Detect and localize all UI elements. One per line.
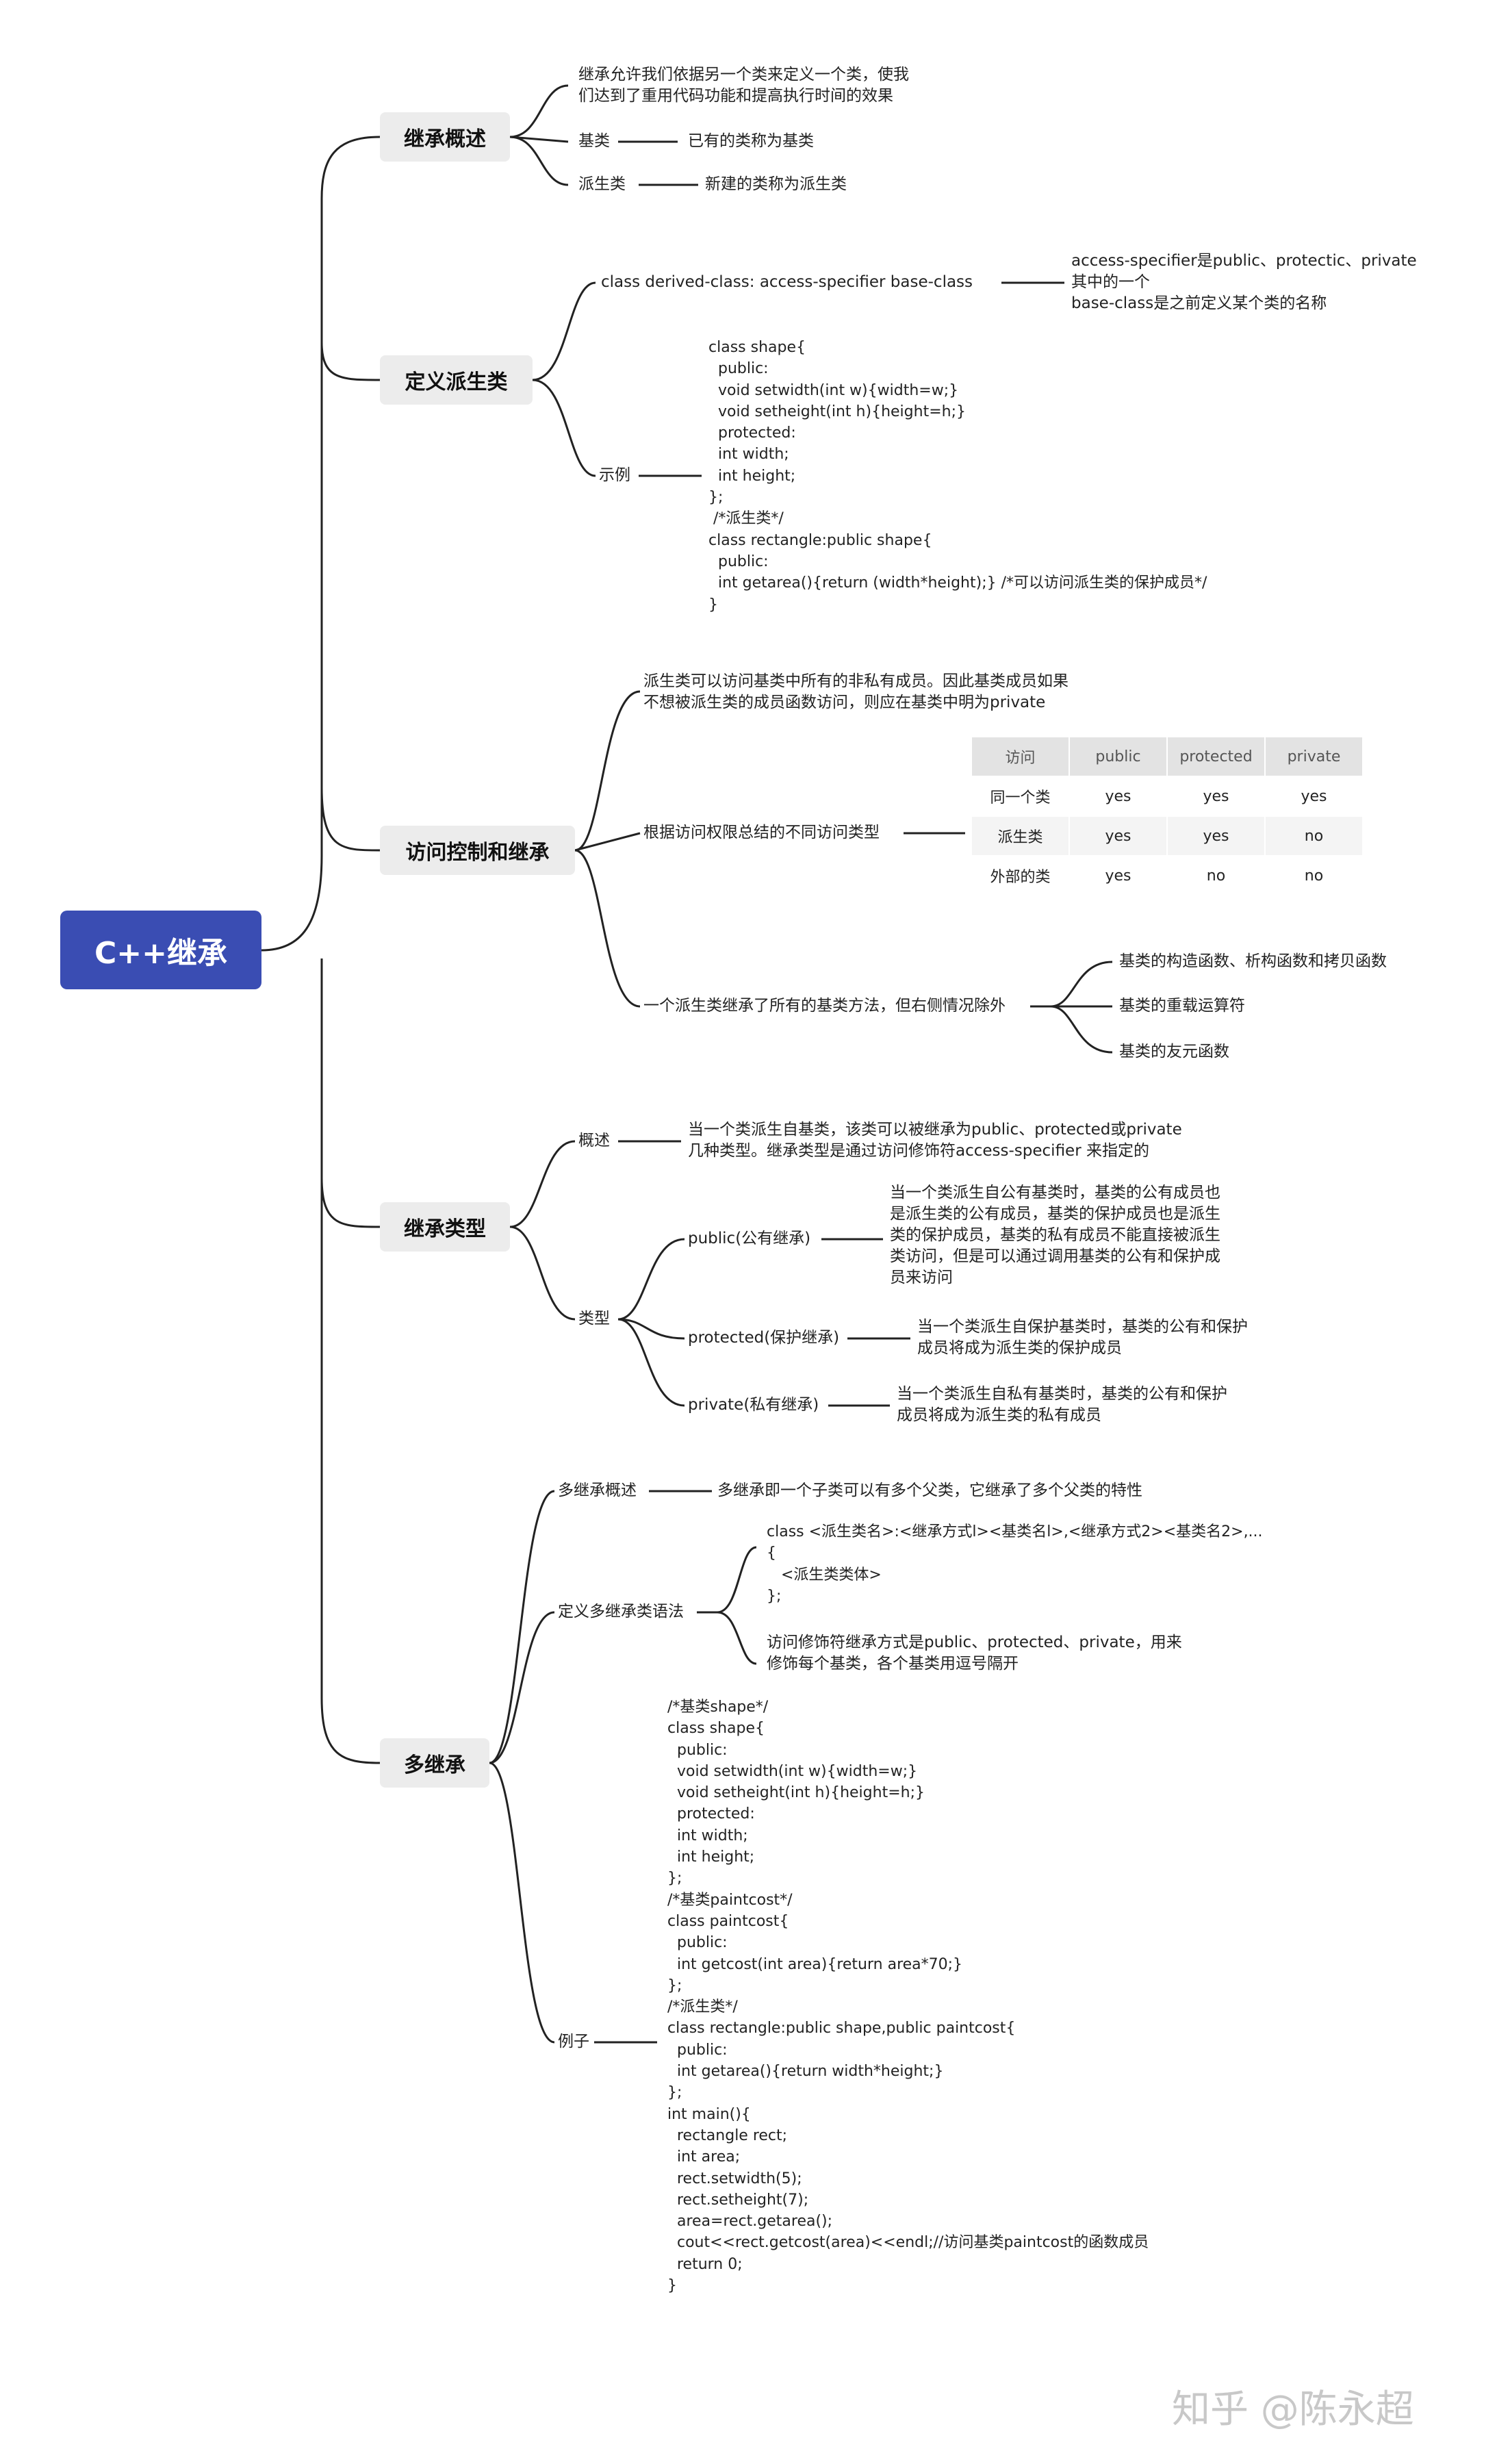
multi-syntax-note-line2: 修饰每个基类，各个基类用逗号隔开 (767, 1655, 1019, 1673)
except-item: 基类的重载运算符 (1119, 997, 1245, 1015)
private-label: private(私有继承) (688, 1396, 819, 1414)
multi-example-label: 例子 (558, 2033, 589, 2050)
table-cell: yes (1069, 815, 1168, 856)
derived-label: 派生类 (578, 175, 626, 193)
define-note-line2: 其中的一个 (1071, 273, 1150, 291)
access-except-label: 一个派生类继承了所有的基类方法，但右侧情况除外 (643, 997, 1006, 1015)
access-table-label: 根据访问权限总结的不同访问类型 (643, 824, 880, 841)
multi-overview-text: 多继承即一个子类可以有多个父类，它继承了多个父类的特性 (717, 1482, 1142, 1499)
define-note-line3: base-class是之前定义某个类的名称 (1071, 294, 1327, 312)
table-header-cell: 访问 (971, 736, 1070, 777)
watermark: 知乎 @陈永超 (1172, 2387, 1414, 2432)
types-type-label: 类型 (578, 1310, 610, 1328)
base-label: 基类 (578, 132, 610, 150)
protected-label: protected(保护继承) (688, 1329, 840, 1347)
table-header-cell: public (1069, 736, 1168, 777)
multi-overview-label: 多继承概述 (558, 1482, 637, 1499)
public-text-line: 是派生类的公有成员，基类的保护成员也是派生 (890, 1205, 1220, 1223)
types-overview-line1: 当一个类派生自基类，该类可以被继承为public、protected或priva… (688, 1121, 1182, 1139)
define-note-line1: access-specifier是public、protectic、privat… (1071, 252, 1417, 270)
define-example-code: class shape{ public: void setwidth(int w… (708, 339, 1207, 613)
table-cell: yes (1069, 776, 1168, 817)
table-cell: yes (1166, 815, 1266, 856)
define-syntax: class derived-class: access-specifier ba… (601, 273, 973, 291)
public-text-line: 当一个类派生自公有基类时，基类的公有成员也 (890, 1184, 1220, 1202)
multi-syntax-label: 定义多继承类语法 (558, 1603, 684, 1621)
protected-text-line: 当一个类派生自保护基类时，基类的公有和保护 (917, 1318, 1248, 1336)
multi-example-code: /*基类shape*/ class shape{ public: void se… (667, 1699, 1149, 2295)
except-item: 基类的友元函数 (1119, 1043, 1229, 1060)
overview-desc-line1: 继承允许我们依据另一个类来定义一个类，使我 (578, 66, 909, 84)
public-label: public(公有继承) (688, 1230, 811, 1247)
table-cell: yes (1166, 776, 1266, 817)
define-example-label: 示例 (599, 466, 630, 484)
topic-access[interactable]: 访问控制和继承 (380, 826, 575, 875)
table-row: 同一个类 yes yes yes (971, 776, 1364, 817)
private-text-line: 成员将成为派生类的私有成员 (897, 1406, 1101, 1424)
table-cell: no (1166, 855, 1266, 896)
derived-text: 新建的类称为派生类 (705, 175, 847, 193)
public-text-line: 类访问，但是可以通过调用基类的公有和保护成 (890, 1247, 1220, 1265)
protected-text-line: 成员将成为派生类的保护成员 (917, 1339, 1122, 1357)
table-cell: 派生类 (971, 815, 1070, 856)
topic-define[interactable]: 定义派生类 (380, 355, 533, 405)
access-table: 访问 public protected private 同一个类 yes yes… (971, 736, 1364, 896)
table-cell: 外部的类 (971, 855, 1070, 896)
access-desc-line1: 派生类可以访问基类中所有的非私有成员。因此基类成员如果 (643, 672, 1069, 690)
table-cell: no (1264, 855, 1364, 896)
table-cell: 同一个类 (971, 776, 1070, 817)
table-row: 外部的类 yes no no (971, 855, 1364, 896)
table-cell: yes (1264, 776, 1364, 817)
table-row: 派生类 yes yes no (971, 815, 1364, 856)
types-overview-line2: 几种类型。继承类型是通过访问修饰符access-specifier 来指定的 (688, 1142, 1149, 1160)
root-topic[interactable]: C++继承 (60, 911, 261, 989)
public-text-line: 员来访问 (890, 1269, 953, 1286)
table-cell: yes (1069, 855, 1168, 896)
topic-overview[interactable]: 继承概述 (380, 112, 510, 162)
private-text-line: 当一个类派生自私有基类时，基类的公有和保护 (897, 1385, 1227, 1403)
table-header-cell: protected (1166, 736, 1266, 777)
access-desc-line2: 不想被派生类的成员函数访问，则应在基类中明为private (643, 694, 1046, 711)
table-header-cell: private (1264, 736, 1364, 777)
public-text-line: 类的保护成员，基类的私有成员不能直接被派生 (890, 1226, 1220, 1244)
except-item: 基类的构造函数、析构函数和拷贝函数 (1119, 952, 1387, 970)
table-header-row: 访问 public protected private (971, 736, 1364, 777)
multi-syntax-note-line1: 访问修饰符继承方式是public、protected、private，用来 (767, 1634, 1182, 1651)
topic-multi[interactable]: 多继承 (380, 1738, 489, 1788)
table-cell: no (1264, 815, 1364, 856)
topic-types[interactable]: 继承类型 (380, 1202, 510, 1252)
types-overview-label: 概述 (578, 1132, 610, 1150)
overview-desc-line2: 们达到了重用代码功能和提高执行时间的效果 (578, 87, 893, 105)
base-text: 已有的类称为基类 (688, 132, 814, 150)
multi-syntax-code: class <派生类名>:<继承方式l><基类名l>,<继承方式2><基类名2>… (767, 1523, 1263, 1605)
